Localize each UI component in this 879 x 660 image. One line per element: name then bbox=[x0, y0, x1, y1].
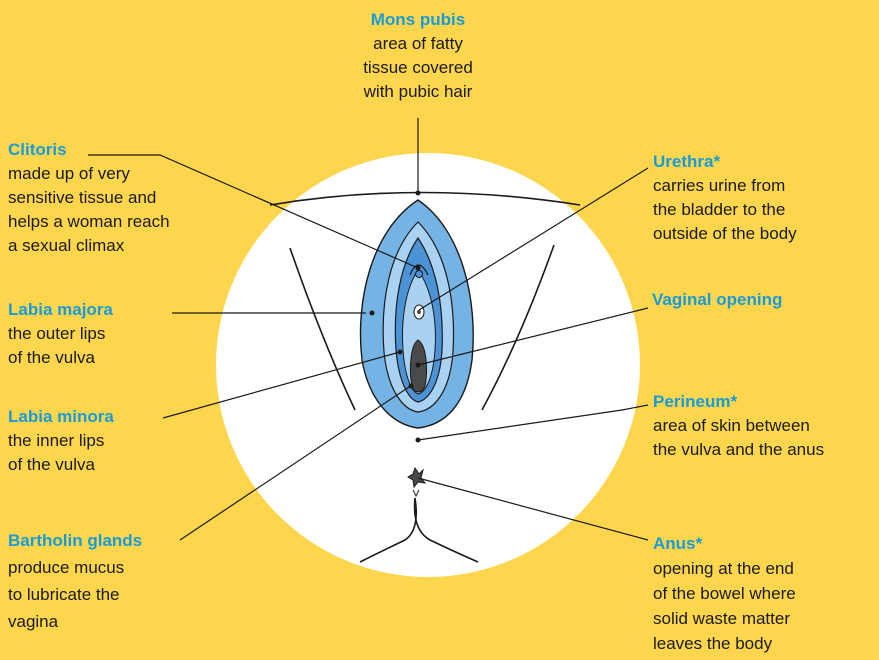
line: a sexual climax bbox=[8, 234, 170, 258]
title-mons-pubis: Mons pubis bbox=[318, 8, 518, 32]
line: the bladder to the bbox=[653, 198, 797, 222]
line: made up of very bbox=[8, 162, 170, 186]
title-vaginal-opening: Vaginal opening bbox=[652, 288, 782, 312]
line: tissue covered bbox=[318, 56, 518, 80]
label-labia-majora: Labia majora the outer lips of the vulva bbox=[8, 298, 113, 370]
desc-clitoris: made up of very sensitive tissue and hel… bbox=[8, 162, 170, 258]
dot-bartholin bbox=[409, 384, 414, 389]
line: area of skin between bbox=[653, 414, 824, 438]
line: to lubricate the bbox=[8, 581, 142, 608]
label-anus: Anus* opening at the end of the bowel wh… bbox=[653, 531, 796, 656]
desc-labia-minora: the inner lips of the vulva bbox=[8, 429, 114, 477]
dot-labia-majora bbox=[370, 311, 375, 316]
desc-labia-majora: the outer lips of the vulva bbox=[8, 322, 113, 370]
line: carries urine from bbox=[653, 174, 797, 198]
line: sensitive tissue and bbox=[8, 186, 170, 210]
desc-bartholin-glands: produce mucus to lubricate the vagina bbox=[8, 554, 142, 635]
line: the inner lips bbox=[8, 429, 114, 453]
title-anus: Anus* bbox=[653, 531, 796, 556]
title-bartholin-glands: Bartholin glands bbox=[8, 527, 142, 554]
line: produce mucus bbox=[8, 554, 142, 581]
line: solid waste matter bbox=[653, 606, 796, 631]
line: outside of the body bbox=[653, 222, 797, 246]
line: the vulva and the anus bbox=[653, 438, 824, 462]
clitoris-shape bbox=[416, 271, 423, 278]
line: helps a woman reach bbox=[8, 210, 170, 234]
urethra-dot bbox=[417, 310, 421, 314]
dot-vaginal-opening bbox=[416, 363, 421, 368]
line: of the vulva bbox=[8, 453, 114, 477]
desc-perineum: area of skin between the vulva and the a… bbox=[653, 414, 824, 462]
line: of the vulva bbox=[8, 346, 113, 370]
label-vaginal-opening: Vaginal opening bbox=[652, 288, 782, 312]
line: opening at the end bbox=[653, 556, 796, 581]
line: with pubic hair bbox=[318, 80, 518, 104]
title-urethra: Urethra* bbox=[653, 150, 797, 174]
desc-anus: opening at the end of the bowel where so… bbox=[653, 556, 796, 656]
dot-clitoris bbox=[416, 266, 421, 271]
label-labia-minora: Labia minora the inner lips of the vulva bbox=[8, 405, 114, 477]
dot-mons-pubis bbox=[416, 191, 421, 196]
line: vagina bbox=[8, 608, 142, 635]
label-bartholin-glands: Bartholin glands produce mucus to lubric… bbox=[8, 527, 142, 635]
title-labia-majora: Labia majora bbox=[8, 298, 113, 322]
dot-labia-minora bbox=[398, 350, 403, 355]
line: area of fatty bbox=[318, 32, 518, 56]
line: the outer lips bbox=[8, 322, 113, 346]
title-labia-minora: Labia minora bbox=[8, 405, 114, 429]
label-clitoris: Clitoris made up of very sensitive tissu… bbox=[8, 138, 170, 258]
desc-mons-pubis: area of fatty tissue covered with pubic … bbox=[318, 32, 518, 104]
line: of the bowel where bbox=[653, 581, 796, 606]
line: leaves the body bbox=[653, 631, 796, 656]
title-perineum: Perineum* bbox=[653, 390, 824, 414]
label-mons-pubis: Mons pubis area of fatty tissue covered … bbox=[318, 8, 518, 104]
desc-urethra: carries urine from the bladder to the ou… bbox=[653, 174, 797, 246]
label-urethra: Urethra* carries urine from the bladder … bbox=[653, 150, 797, 246]
label-perineum: Perineum* area of skin between the vulva… bbox=[653, 390, 824, 462]
title-clitoris: Clitoris bbox=[8, 138, 170, 162]
